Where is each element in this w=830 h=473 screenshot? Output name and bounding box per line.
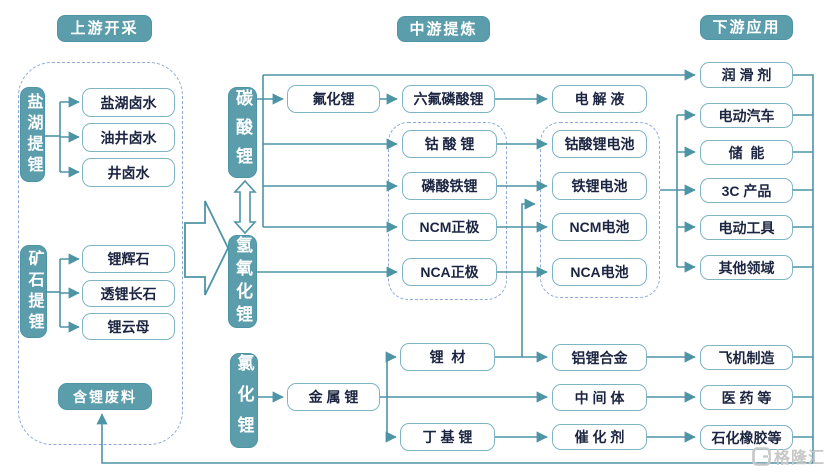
header-upstream: 上游开采 bbox=[57, 15, 152, 42]
node-energy-storage: 储 能 bbox=[700, 140, 793, 165]
node-lipf6: 六氟磷酸锂 bbox=[402, 85, 495, 113]
label-ore-extraction: 矿石提锂 bbox=[20, 245, 47, 338]
node-electrolyte: 电 解 液 bbox=[552, 85, 647, 113]
node-3c-products: 3C 产品 bbox=[700, 178, 793, 203]
node-well-brine: 井卤水 bbox=[82, 158, 175, 187]
node-lithium-metal: 金 属 锂 bbox=[287, 383, 380, 411]
node-nca-battery: NCA电池 bbox=[552, 258, 647, 286]
node-catalyst: 催 化 剂 bbox=[552, 424, 647, 450]
gelonghui-logo-icon bbox=[752, 446, 771, 466]
node-ncm-cathode: NCM正极 bbox=[402, 213, 497, 241]
node-lco-cathode: 钴 酸 锂 bbox=[402, 130, 497, 158]
cathode-materials-group bbox=[388, 122, 507, 300]
node-lco-battery: 钴酸锂电池 bbox=[552, 130, 647, 158]
big-flow-arrow bbox=[184, 200, 230, 296]
node-other-fields: 其他领域 bbox=[700, 255, 793, 280]
node-lepidolite: 锂云母 bbox=[82, 313, 175, 340]
node-spodumene: 锂辉石 bbox=[82, 245, 175, 273]
gelonghui-watermark-text: 格隆汇 bbox=[774, 450, 826, 467]
node-pharmaceuticals: 医 药 等 bbox=[700, 385, 793, 410]
node-lithium-carbonate: 碳酸锂 bbox=[228, 87, 257, 178]
node-lfp-cathode: 磷酸铁锂 bbox=[402, 172, 497, 200]
node-aircraft-manufacturing: 飞机制造 bbox=[700, 345, 793, 370]
node-butyllithium: 丁 基 锂 bbox=[400, 423, 495, 451]
node-lithium-fluoride: 氟化锂 bbox=[287, 85, 380, 113]
battery-group bbox=[540, 122, 660, 298]
node-power-tools: 电动工具 bbox=[700, 215, 793, 240]
node-intermediate: 中 间 体 bbox=[552, 384, 647, 411]
node-nca-cathode: NCA正极 bbox=[402, 258, 497, 286]
node-lithium-chloride: 氯化锂 bbox=[230, 353, 258, 448]
header-midstream: 中游提炼 bbox=[397, 16, 490, 42]
label-salt-lake-extraction: 盐湖提锂 bbox=[20, 87, 45, 182]
upstream-group-container bbox=[18, 62, 183, 445]
gelonghui-watermark: 格隆汇 bbox=[752, 444, 825, 468]
node-salt-lake-brine: 盐湖卤水 bbox=[82, 88, 175, 117]
node-al-li-alloy: 铝锂合金 bbox=[552, 344, 647, 371]
node-lithium-hydroxide: 氢氧化锂 bbox=[228, 235, 257, 328]
node-oil-well-brine: 油井卤水 bbox=[82, 123, 175, 152]
header-downstream: 下游应用 bbox=[700, 15, 793, 40]
node-ncm-battery: NCM电池 bbox=[552, 213, 647, 241]
node-electric-vehicle: 电动汽车 bbox=[700, 103, 793, 128]
node-lfp-battery: 铁锂电池 bbox=[552, 172, 647, 200]
double-arrow-carbonate-hydroxide bbox=[233, 179, 257, 235]
node-lithium-material: 锂 材 bbox=[400, 343, 495, 371]
node-lithium-waste: 含锂废料 bbox=[58, 383, 152, 410]
node-petalite: 透锂长石 bbox=[82, 280, 175, 307]
node-lubricant: 润 滑 剂 bbox=[700, 62, 793, 88]
node-petrochemical-rubber: 石化橡胶等 bbox=[700, 425, 793, 450]
